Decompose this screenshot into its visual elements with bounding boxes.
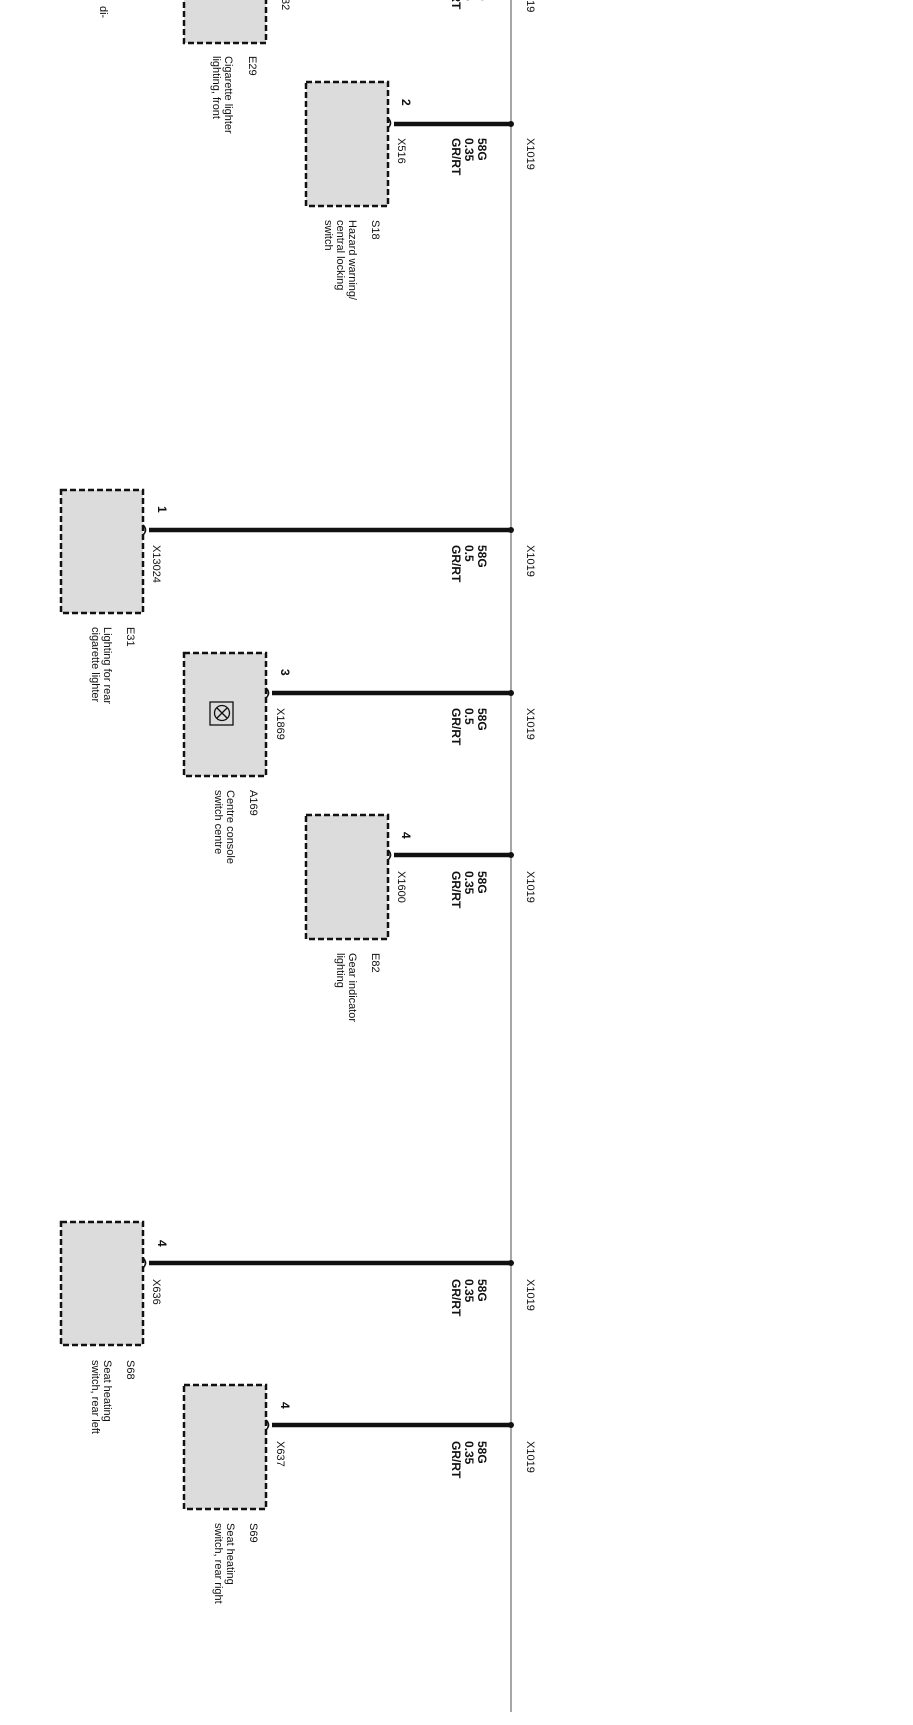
- top-wire-label-fragment: 9 5 /RT: [449, 0, 489, 10]
- wire-color: GR/RT: [449, 138, 463, 176]
- component-e82-box: [304, 813, 390, 941]
- component-s68-box: [59, 1220, 145, 1347]
- component-name-1: Seat heating: [224, 1523, 236, 1585]
- wire-color-code: 58G: [475, 545, 489, 568]
- wire-color-code: 58G: [475, 1441, 489, 1464]
- component-name-2: switch, rear left: [89, 1360, 101, 1434]
- component-id: S18: [369, 220, 381, 240]
- bus-connector-label: X1019: [524, 871, 536, 903]
- top-wire-line-3: /RT: [449, 0, 463, 10]
- connector-label: X13024: [150, 545, 162, 583]
- bus-junction-dot: [508, 852, 514, 858]
- component-name-2: lighting: [334, 953, 346, 988]
- pin-number: 3: [278, 669, 292, 676]
- bus-connector-label: X1019: [524, 708, 536, 740]
- bus-junction-dot: [508, 121, 514, 127]
- bus-junction-dot: [508, 1260, 514, 1266]
- component-s18-box: [304, 80, 390, 208]
- component-e29-name-1: Cigarette lighter: [222, 56, 234, 134]
- wire-size: 0.5: [462, 545, 476, 562]
- component-e29-name-2: lighting, front: [210, 56, 222, 119]
- component-id: E82: [369, 953, 381, 973]
- branch-s68: 4 X636 58G 0.35 GR/RT X1019 S68 Seat hea…: [59, 1220, 536, 1434]
- wire-size: 0.5: [462, 708, 476, 725]
- bus-junction-dot: [508, 527, 514, 533]
- pin-number: 2: [399, 99, 413, 106]
- component-name-1: Centre console: [224, 790, 236, 864]
- wire-color: GR/RT: [449, 1279, 463, 1317]
- component-name-1: Hazard warning/: [346, 220, 358, 301]
- component-id: A169: [247, 790, 259, 816]
- wire-color-code: 58G: [475, 1279, 489, 1302]
- component-name-2: switch, rear right: [212, 1523, 224, 1604]
- branch-e31: 1 X13024 58G 0.5 GR/RT X1019 E31 Lightin…: [59, 488, 536, 704]
- pin-number: 4: [278, 1402, 292, 1409]
- pin-hook: [265, 687, 270, 699]
- wire-size: 0.35: [462, 138, 476, 162]
- wire-color: GR/RT: [449, 708, 463, 746]
- component-a169-box: [182, 651, 268, 778]
- branch-a169: 3 X1869 58G 0.5 GR/RT X1019 A169 Centre …: [182, 651, 536, 864]
- top-wire-line-1: 9: [475, 0, 489, 1]
- connector-label: X516: [395, 138, 407, 164]
- branch-e82: 4 X1600 58G 0.35 GR/RT X1019 E82 Gear in…: [304, 813, 536, 1022]
- pin-hook: [142, 524, 147, 536]
- wire-size: 0.35: [462, 871, 476, 895]
- pin-number: 4: [155, 1240, 169, 1247]
- pin-hook: [142, 1257, 147, 1269]
- component-e31-box: [59, 488, 145, 615]
- connector-label: X636: [150, 1279, 162, 1305]
- component-name-1: Gear indicator: [346, 953, 358, 1022]
- connector-label: X1600: [395, 871, 407, 903]
- top-connector-fragment: 32: [279, 0, 291, 10]
- top-bus-connector-fragment: 019: [524, 0, 536, 12]
- pin-number: 4: [399, 832, 413, 839]
- component-s69-box: [182, 1383, 268, 1511]
- bus-connector-label: X1019: [524, 1441, 536, 1473]
- wire-size: 0.35: [462, 1279, 476, 1303]
- component-e29: E29 Cigarette lighter lighting, front: [182, 0, 268, 134]
- lamp-icon: [209, 701, 234, 726]
- wire-color: GR/RT: [449, 1441, 463, 1479]
- wire-size: 0.35: [462, 1441, 476, 1465]
- component-e29-id: E29: [246, 56, 258, 76]
- component-name-2: central locking: [334, 220, 346, 290]
- bus-junction-dot: [508, 690, 514, 696]
- component-id: S69: [247, 1523, 259, 1543]
- wire-color: GR/RT: [449, 871, 463, 909]
- component-e29-box: [182, 0, 268, 45]
- pin-number: 1: [155, 506, 169, 513]
- top-wire-line-2: 5: [462, 0, 476, 1]
- pin-hook: [265, 1419, 270, 1431]
- pin-hook: [387, 849, 392, 861]
- left-text-fragment: di-: [97, 6, 109, 19]
- branch-s18: 2 X516 58G 0.35 GR/RT X1019 S18 Hazard w…: [304, 80, 536, 301]
- bus-connector-label: X1019: [524, 138, 536, 170]
- connector-label: X1869: [274, 708, 286, 740]
- component-name-3: switch: [322, 220, 334, 251]
- wire-color-code: 58G: [475, 871, 489, 894]
- wire-color: GR/RT: [449, 545, 463, 583]
- connector-label: X637: [274, 1441, 286, 1467]
- wire-color-code: 58G: [475, 138, 489, 161]
- bus-connector-label: X1019: [524, 1279, 536, 1311]
- bus-connector-label: X1019: [524, 545, 536, 577]
- component-name-2: switch centre: [212, 790, 224, 854]
- component-id: S68: [124, 1360, 136, 1380]
- component-name-1: Lighting for rear: [101, 627, 113, 704]
- branch-s69: 4 X637 58G 0.35 GR/RT X1019 S69 Seat hea…: [182, 1383, 536, 1604]
- component-name-2: cigarette lighter: [89, 627, 101, 703]
- wire-color-code: 58G: [475, 708, 489, 731]
- component-id: E31: [124, 627, 136, 647]
- bus-junction-dot: [508, 1422, 514, 1428]
- component-name-1: Seat heating: [101, 1360, 113, 1422]
- pin-hook: [387, 117, 392, 129]
